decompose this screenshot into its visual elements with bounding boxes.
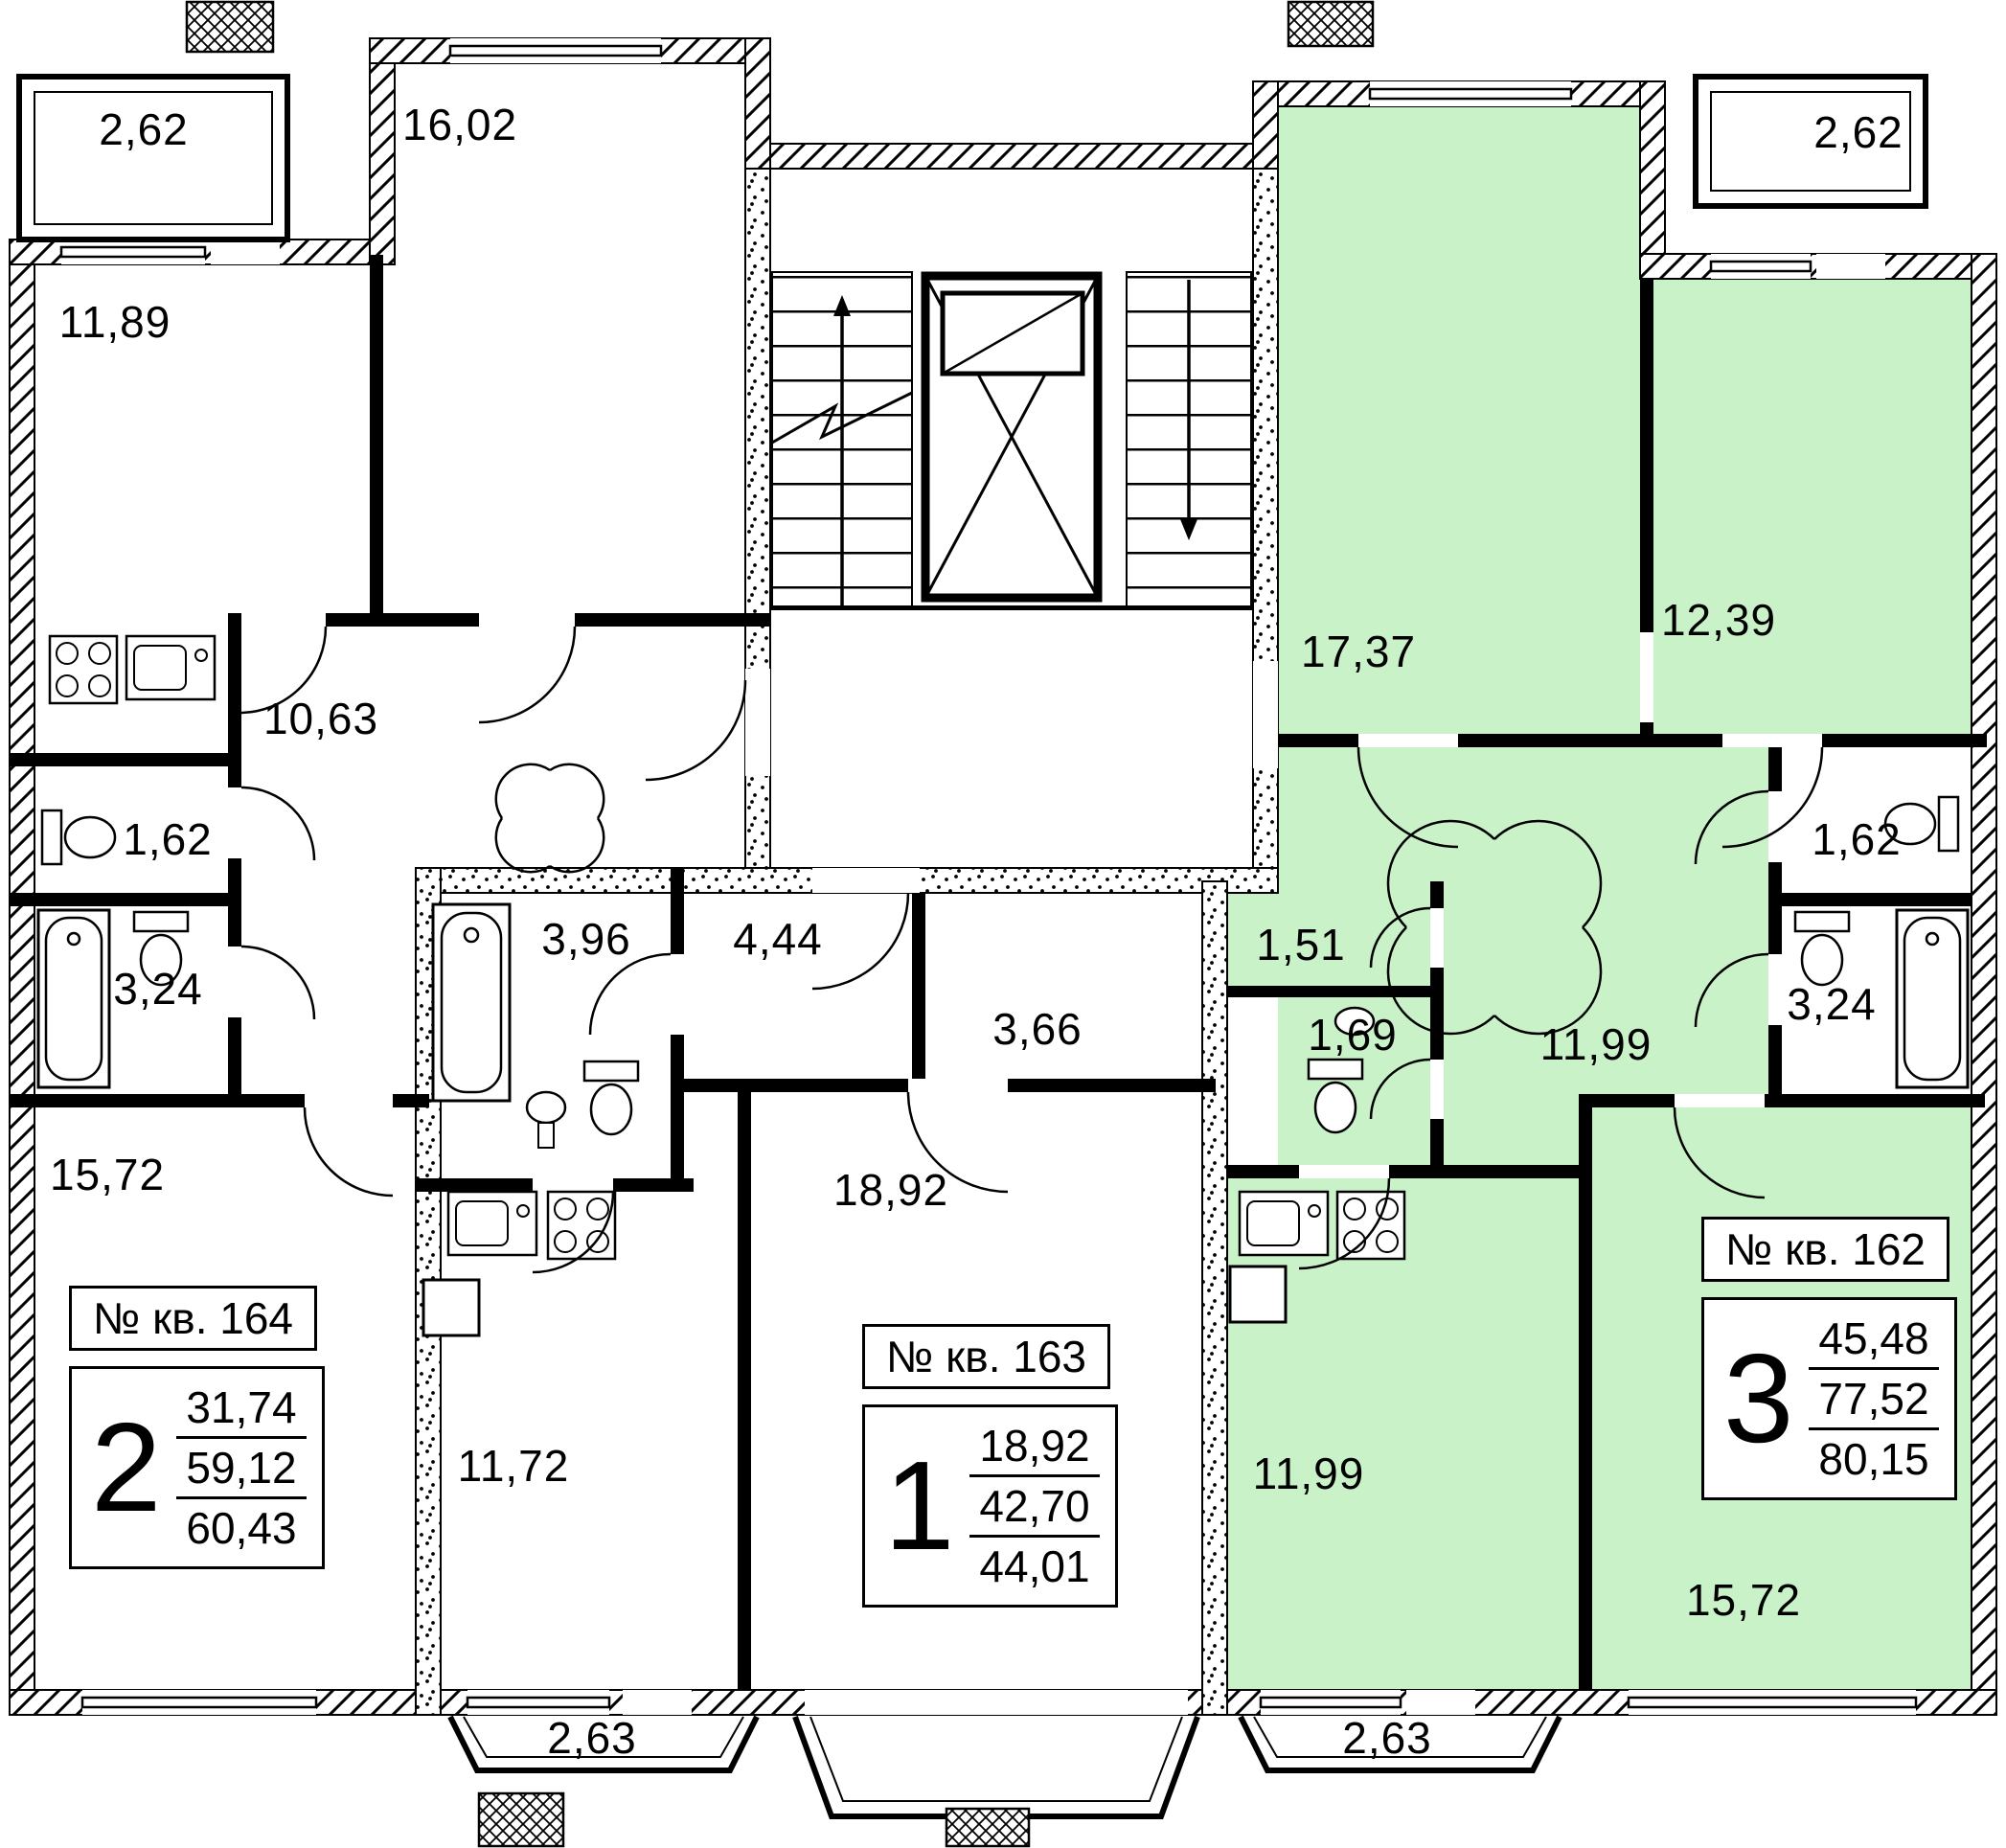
- room-area-label-wc2-162: 1,69: [1308, 1010, 1398, 1060]
- room-area-label-bath-163: 3,96: [541, 914, 631, 964]
- cabinet-box: [1228, 1265, 1288, 1324]
- toilet-icon: [582, 1060, 640, 1136]
- apartment-area-162: 77,52: [1809, 1370, 1939, 1430]
- room-area-label-living-162-c: 15,72: [1685, 1575, 1802, 1625]
- room-area-label-hall-163: 4,44: [733, 914, 823, 964]
- total-area-162: 80,15: [1818, 1434, 1929, 1484]
- room-area-label-balcony-163: 2,63: [547, 1713, 637, 1763]
- apartment-areas-163: 1 18,92 42,70 44,01: [862, 1404, 1118, 1608]
- washbasin-icon: [1334, 1006, 1376, 1037]
- stove-icon: [48, 634, 119, 705]
- rooms-count-162: 3: [1723, 1327, 1794, 1469]
- toilet-icon: [40, 809, 117, 866]
- balcony-bottom-left-outline: [447, 1715, 760, 1773]
- room-area-label-living-164-a: 16,02: [401, 100, 518, 149]
- stove-icon: [546, 1190, 617, 1261]
- door-openings: [211, 240, 1885, 1715]
- total-area-164: 60,43: [186, 1503, 297, 1553]
- balcony-top-right-outline: [1693, 74, 1928, 209]
- bathtub-icon: [431, 902, 512, 1103]
- room-area-label-balcony-162: 2,63: [1342, 1713, 1432, 1763]
- room-area-label-wc-162: 1,62: [1812, 814, 1902, 864]
- room-area-label-corridor-163: 3,66: [992, 1004, 1083, 1054]
- rooms-count-163: 1: [884, 1434, 955, 1576]
- apartment-card-162: № кв. 162 3 45,48 77,52 80,15: [1701, 1217, 1957, 1500]
- balcony-top-left-outline: [16, 74, 290, 242]
- rooms-count-164: 2: [91, 1396, 162, 1538]
- apartment-number-164: № кв. 164: [69, 1286, 317, 1351]
- door-swing-arcs: [239, 626, 1824, 1274]
- bathtub-icon: [1895, 908, 1970, 1089]
- staircase: [770, 271, 1253, 610]
- total-area-163: 44,01: [979, 1541, 1090, 1591]
- living-area-162: 45,48: [1809, 1310, 1939, 1370]
- room-area-label-living-163: 18,92: [832, 1165, 949, 1215]
- room-area-label-living-162-b: 12,39: [1660, 595, 1777, 645]
- room-area-label-balcony-top-right: 2,62: [1813, 107, 1903, 157]
- room-area-label-kitchen-162: 11,99: [1252, 1449, 1365, 1498]
- apartment-areas-164: 2 31,74 59,12 60,43: [69, 1366, 325, 1569]
- living-area-164: 31,74: [176, 1379, 307, 1439]
- toilet-icon: [132, 910, 190, 987]
- room-area-label-bath-162: 3,24: [1787, 979, 1877, 1029]
- toilet-icon: [1307, 1058, 1364, 1134]
- room-area-label-bath-164: 3,24: [113, 964, 203, 1014]
- room-area-label-living-164-b: 15,72: [49, 1150, 166, 1199]
- room-area-label-hall-162: 11,99: [1539, 1019, 1653, 1069]
- washbasin-icon: [525, 1090, 567, 1149]
- balconies: [16, 74, 1928, 1819]
- apartment-area-163: 42,70: [969, 1477, 1100, 1538]
- apartment-number-163: № кв. 163: [862, 1324, 1110, 1389]
- apartment-card-164: № кв. 164 2 31,74 59,12 60,43: [69, 1286, 325, 1569]
- room-area-label-wc-164: 1,62: [123, 814, 213, 864]
- vent-shafts: [185, 0, 1375, 1848]
- apartment-area-164: 59,12: [176, 1439, 307, 1499]
- fixtures: [36, 634, 1970, 1337]
- cabinet-box: [422, 1278, 481, 1337]
- room-area-label-living-162-a: 17,37: [1300, 627, 1417, 676]
- room-area-label-kitchen-163: 11,72: [457, 1441, 570, 1491]
- windows: [59, 38, 1918, 1715]
- balcony-bottom-right-outline: [1238, 1715, 1562, 1773]
- sink-icon: [446, 1190, 538, 1257]
- stove-icon: [1335, 1190, 1406, 1261]
- living-area-163: 18,92: [969, 1417, 1100, 1477]
- room-area-label-kitchen-164: 11,89: [58, 297, 171, 347]
- apartment-areas-162: 3 45,48 77,52 80,15: [1701, 1297, 1957, 1500]
- apartment-number-162: № кв. 162: [1701, 1217, 1949, 1282]
- bathtub-icon: [36, 908, 111, 1089]
- apartment-card-163: № кв. 163 1 18,92 42,70 44,01: [862, 1324, 1118, 1608]
- room-area-label-storage-162: 1,51: [1256, 920, 1346, 970]
- sink-icon: [125, 634, 217, 701]
- stairs-break-line: [771, 391, 913, 445]
- toilet-icon: [1883, 795, 1960, 853]
- room-area-label-hall-164: 10,63: [262, 694, 379, 743]
- room-area-label-balcony-top-left: 2,62: [99, 104, 189, 154]
- sink-icon: [1238, 1190, 1330, 1257]
- toilet-icon: [1793, 910, 1851, 987]
- elevator-shaft: [921, 271, 1103, 603]
